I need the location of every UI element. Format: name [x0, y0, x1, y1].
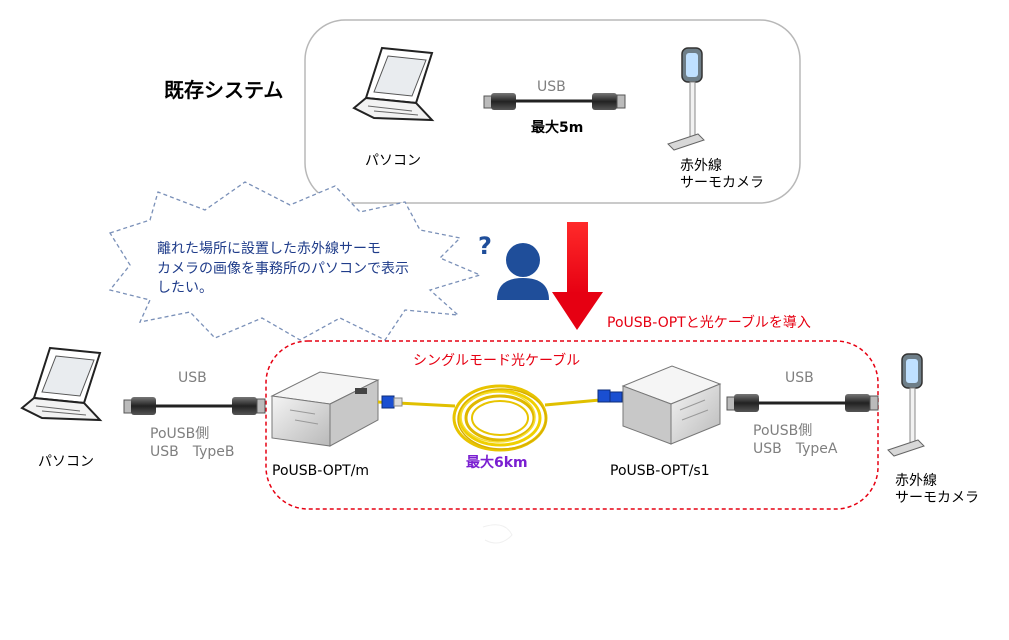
- usb-cable-left-icon: [123, 397, 266, 415]
- device-s1-label: PoUSB-OPT/s1: [610, 463, 710, 479]
- thought-line-1: 離れた場所に設置した赤外線サーモ: [157, 241, 381, 257]
- person-icon: [497, 243, 549, 300]
- usb-cable-right-icon: [726, 394, 879, 412]
- thought-line-2: カメラの画像を事務所のパソコンで表示: [157, 261, 409, 277]
- side-left-label-2: USB TypeB: [150, 444, 235, 460]
- laptop-icon: [352, 46, 435, 122]
- side-right-label-2: USB TypeA: [753, 441, 838, 457]
- existing-pc-label: パソコン: [365, 153, 421, 169]
- existing-camera-label-1: 赤外線: [680, 158, 722, 174]
- device-m-label: PoUSB-OPT/m: [272, 463, 370, 479]
- down-arrow-icon: [552, 222, 603, 330]
- existing-max-length-label: 最大5m: [531, 120, 584, 136]
- side-left-label-1: PoUSB側: [150, 426, 210, 442]
- existing-system-title: 既存システム: [164, 78, 284, 102]
- faint-mark: [482, 524, 513, 544]
- new-system-box: [265, 340, 879, 510]
- existing-camera-label-2: サーモカメラ: [680, 175, 764, 191]
- thought-bubble: [108, 181, 482, 341]
- laptop-icon: [20, 346, 103, 422]
- new-camera-label-1: 赤外線: [895, 473, 937, 489]
- fiber-label: シングルモード光ケーブル: [413, 353, 581, 369]
- new-camera-label-2: サーモカメラ: [895, 490, 979, 506]
- fiber-max-length-label: 最大6km: [466, 455, 528, 471]
- pousb-opt-m-device: [270, 371, 380, 447]
- thermo-camera-icon: [667, 47, 705, 151]
- existing-usb-label: USB: [537, 79, 566, 95]
- usb-left-label: USB: [178, 370, 207, 386]
- thought-line-3: したい。: [157, 280, 213, 296]
- arrow-caption: PoUSB-OPTと光ケーブルを導入: [607, 315, 811, 331]
- fiber-cable-icon: [377, 384, 623, 452]
- thermo-camera-icon: [887, 353, 925, 457]
- new-pc-label: パソコン: [38, 454, 94, 470]
- side-right-label-1: PoUSB側: [753, 423, 813, 439]
- usb-right-label: USB: [785, 370, 814, 386]
- pousb-opt-s1-device: [621, 365, 722, 445]
- usb-cable-top-icon: [483, 93, 626, 110]
- question-mark: ?: [478, 232, 492, 260]
